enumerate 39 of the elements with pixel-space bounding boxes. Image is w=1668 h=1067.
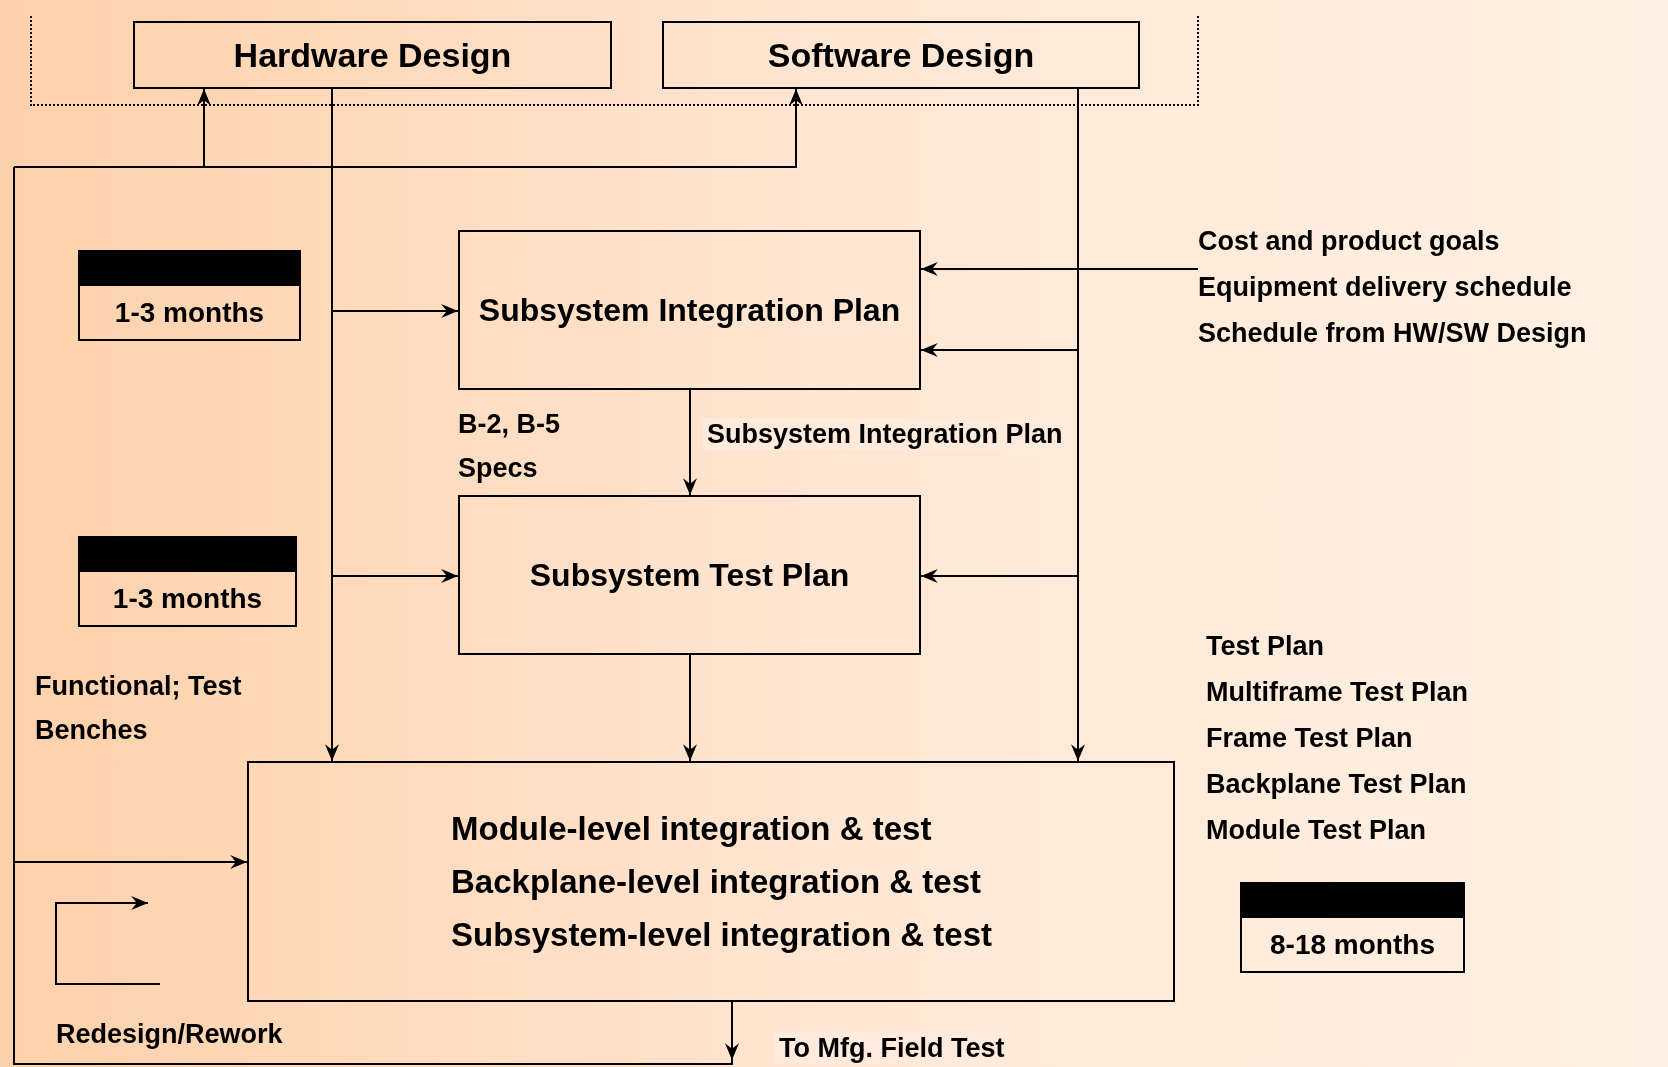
arrow bbox=[325, 88, 339, 762]
process-text: Software Design bbox=[767, 34, 1035, 76]
process-text: Module-level integration & test bbox=[451, 809, 933, 849]
note-text: Test Plan bbox=[1206, 630, 1325, 663]
arrow bbox=[13, 855, 733, 1065]
process-text: Hardware Design bbox=[233, 34, 512, 76]
note-text: Frame Test Plan bbox=[1206, 722, 1413, 755]
duration-box bbox=[78, 250, 301, 341]
process-text: Backplane-level integration & test bbox=[451, 862, 982, 902]
process-text: Subsystem Integration Plan bbox=[478, 291, 901, 330]
edge-label: Subsystem Integration Plan bbox=[703, 418, 1067, 450]
arrow bbox=[683, 654, 697, 762]
input-text: Cost and product goals bbox=[1198, 225, 1501, 258]
process-text: Subsystem-level integration & test bbox=[451, 915, 993, 955]
duration-text: 8-18 months bbox=[1270, 930, 1435, 959]
process-text: Subsystem Test Plan bbox=[529, 556, 850, 595]
process-box bbox=[247, 761, 1175, 1002]
arrow bbox=[683, 389, 697, 496]
duration-box bbox=[78, 536, 297, 627]
note-text: B-2, B-5 Specs bbox=[458, 408, 561, 485]
input-text: Equipment delivery schedule bbox=[1198, 271, 1573, 304]
process-box bbox=[133, 21, 612, 89]
input-text: Schedule from HW/SW Design bbox=[1198, 317, 1588, 350]
note-text: Redesign/Rework bbox=[56, 1018, 283, 1051]
note-text: Backplane Test Plan bbox=[1206, 768, 1467, 801]
arrow bbox=[920, 262, 1199, 276]
process-box bbox=[458, 230, 921, 390]
note-text: Functional; Test Benches bbox=[35, 670, 243, 747]
note-text: Multiframe Test Plan bbox=[1206, 676, 1469, 709]
dotted-group-frame bbox=[30, 16, 1199, 106]
process-box bbox=[662, 21, 1140, 89]
arrow bbox=[1071, 88, 1085, 762]
duration-text: 1-3 months bbox=[112, 584, 263, 613]
edge-label: To Mfg. Field Test bbox=[775, 1032, 1009, 1064]
process-box bbox=[458, 495, 921, 655]
duration-text: 1-3 months bbox=[114, 298, 265, 327]
duration-box bbox=[1240, 882, 1465, 973]
note-text: Module Test Plan bbox=[1206, 814, 1427, 847]
arrow bbox=[725, 1001, 739, 1061]
